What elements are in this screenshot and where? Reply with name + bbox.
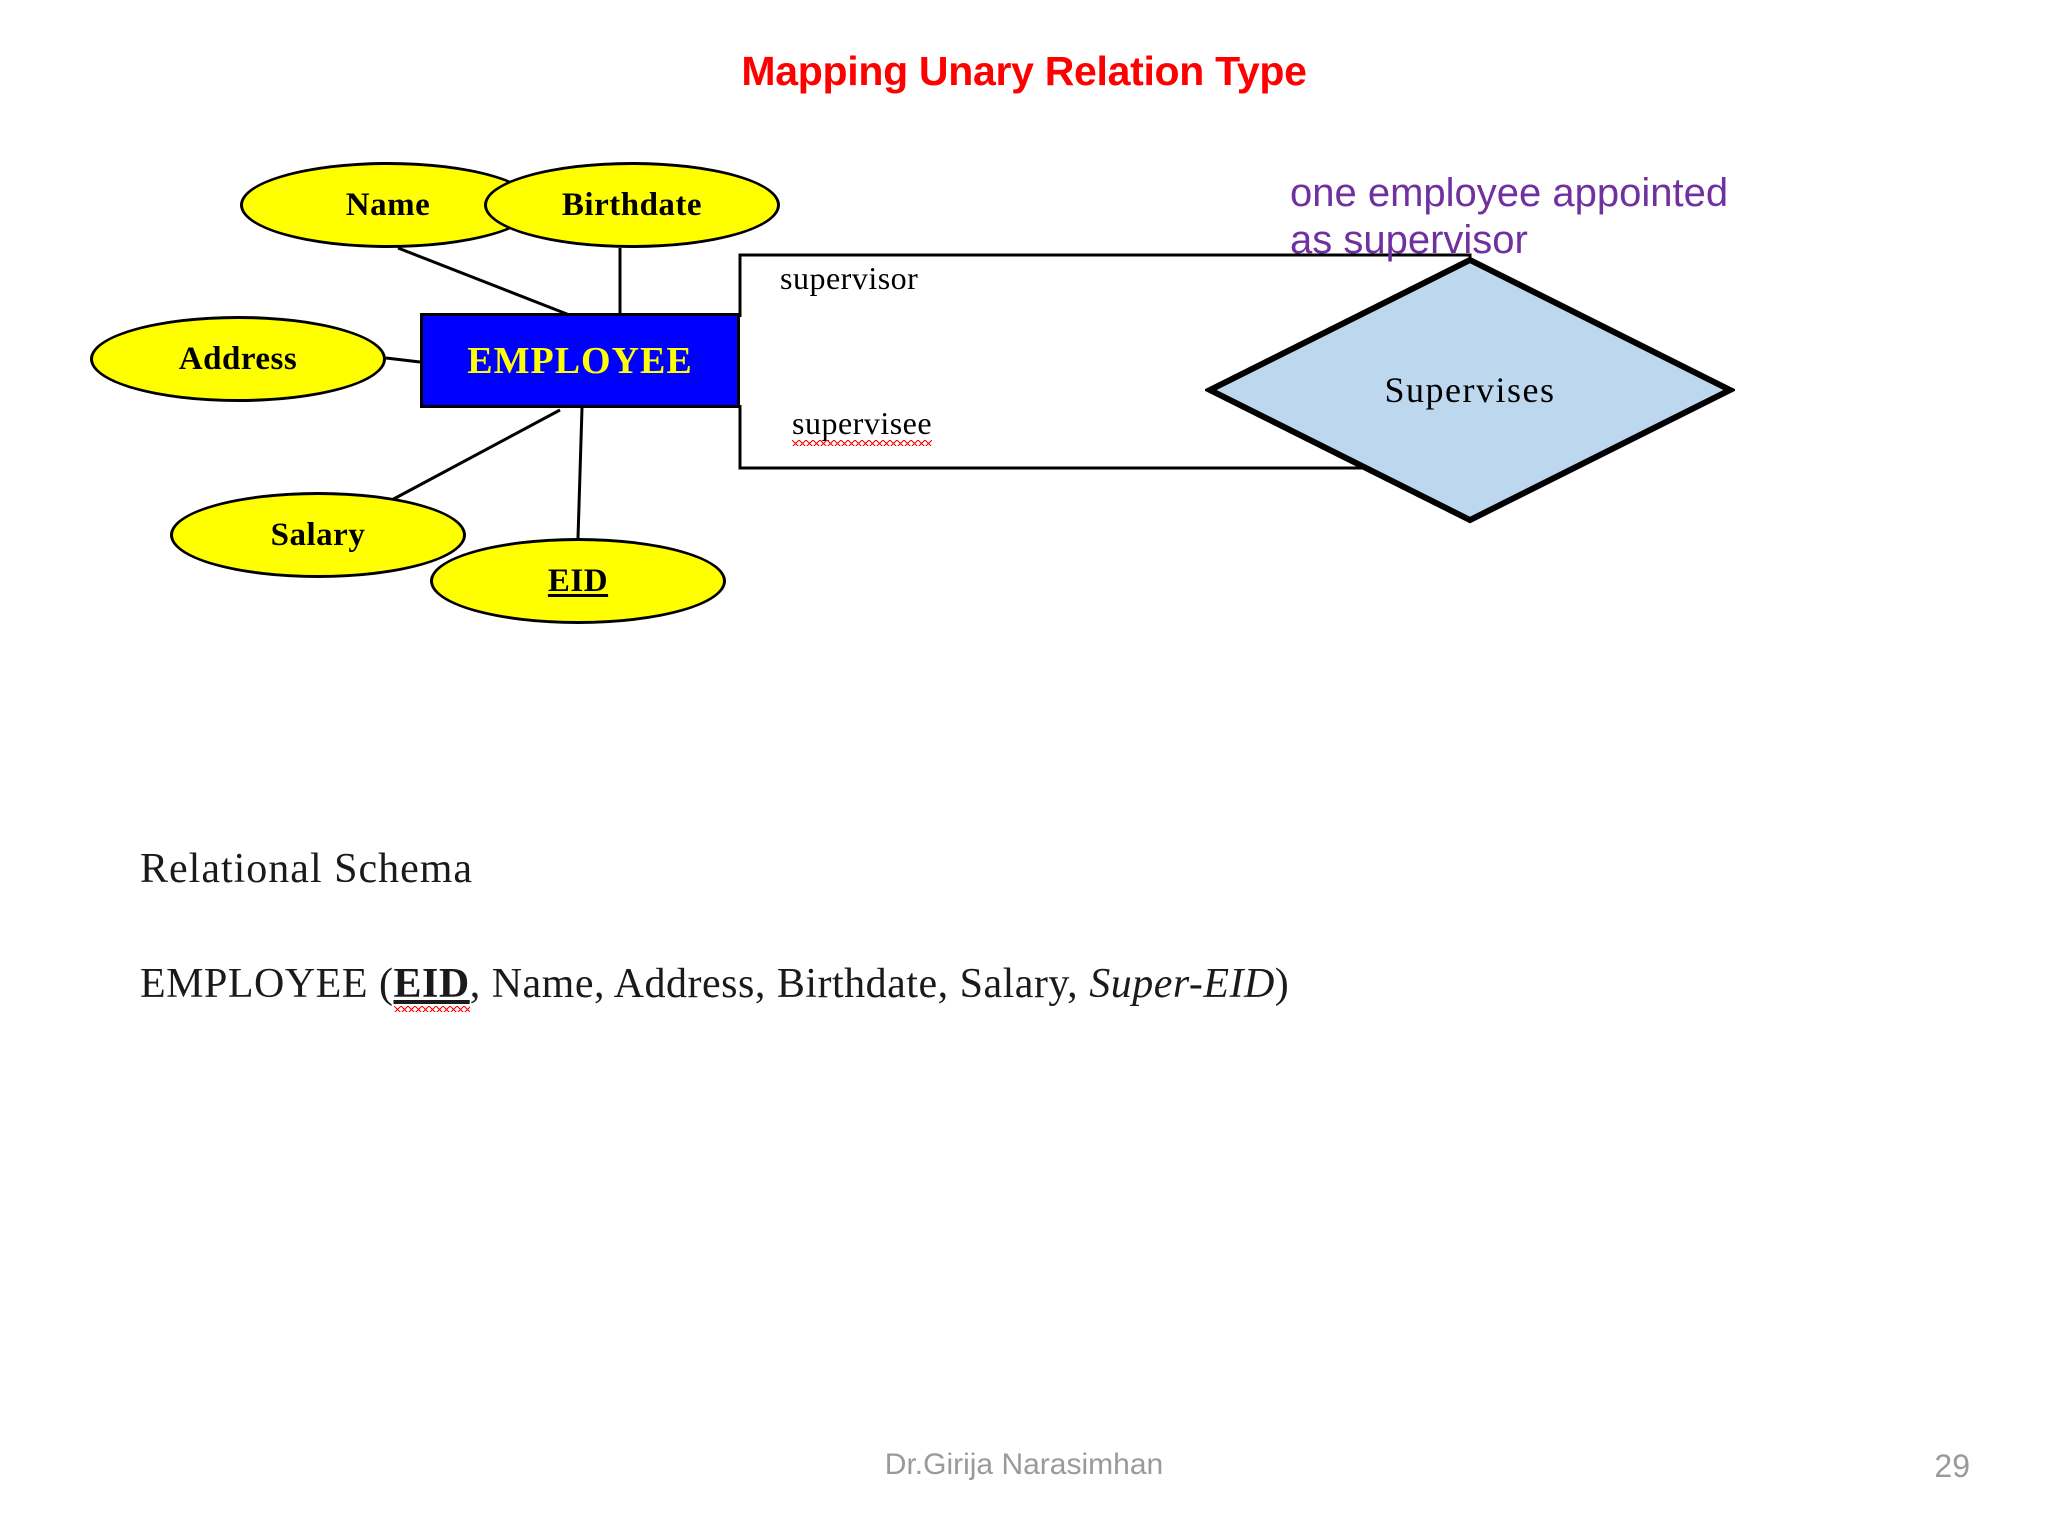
attribute-label: Address	[178, 340, 298, 377]
attribute-label: Salary	[270, 516, 366, 553]
schema-open-paren: (	[379, 961, 394, 1007]
role-label-supervisor: supervisor	[780, 260, 918, 297]
schema-primary-key: EID	[393, 961, 470, 1007]
annotation-line-2: as supervisor	[1290, 218, 1528, 263]
role-text: supervisee	[792, 405, 933, 441]
schema-foreign-key: Super-EID	[1089, 961, 1275, 1007]
relationship-label: Supervises	[1384, 370, 1556, 410]
connector-salary	[387, 408, 561, 504]
schema-heading: Relational Schema	[140, 846, 474, 892]
footer-page-number: 29	[1934, 1448, 1970, 1484]
attribute-ellipse-address[interactable]: Address	[90, 316, 386, 402]
diamond-shape	[1205, 256, 1735, 524]
annotation-text: one employee appointed as supervisor	[1290, 170, 1910, 264]
relationship-label-wrap: Supervises	[1205, 255, 1735, 525]
attribute-ellipse-birthdate[interactable]: Birthdate	[484, 162, 780, 248]
entity-box-employee[interactable]: EMPLOYEE	[420, 313, 740, 408]
schema-definition: EMPLOYEE (EID, Name, Address, Birthdate,…	[140, 960, 1289, 1008]
entity-label: EMPLOYEE	[467, 339, 693, 382]
relationship-diamond-supervises[interactable]: Supervises	[1205, 255, 1735, 525]
attribute-ellipse-salary[interactable]: Salary	[170, 492, 466, 578]
schema-relation-name: EMPLOYEE	[140, 961, 368, 1007]
attribute-label: Birthdate	[561, 186, 703, 223]
annotation-line-1: one employee appointed	[1290, 171, 1729, 215]
role-label-supervisee: supervisee	[792, 405, 932, 442]
attribute-label-key: EID	[547, 562, 609, 599]
connector-address	[385, 356, 421, 364]
role-text: supervisor	[780, 260, 919, 296]
attribute-ellipse-eid[interactable]: EID	[430, 538, 726, 624]
attribute-label: Name	[345, 186, 431, 223]
attribute-ellipse-name[interactable]: Name	[240, 162, 536, 248]
footer-author: Dr.Girija Narasimhan	[884, 1448, 1164, 1481]
schema-attributes: , Name, Address, Birthdate, Salary,	[469, 961, 1090, 1007]
connector-eid	[576, 407, 584, 539]
connector-name	[397, 246, 573, 318]
page-title: Mapping Unary Relation Type	[741, 48, 1307, 94]
er-diagram: Name Birthdate Address Salary EID EMPLOY…	[90, 150, 1920, 770]
schema-close-paren: )	[1274, 961, 1290, 1007]
